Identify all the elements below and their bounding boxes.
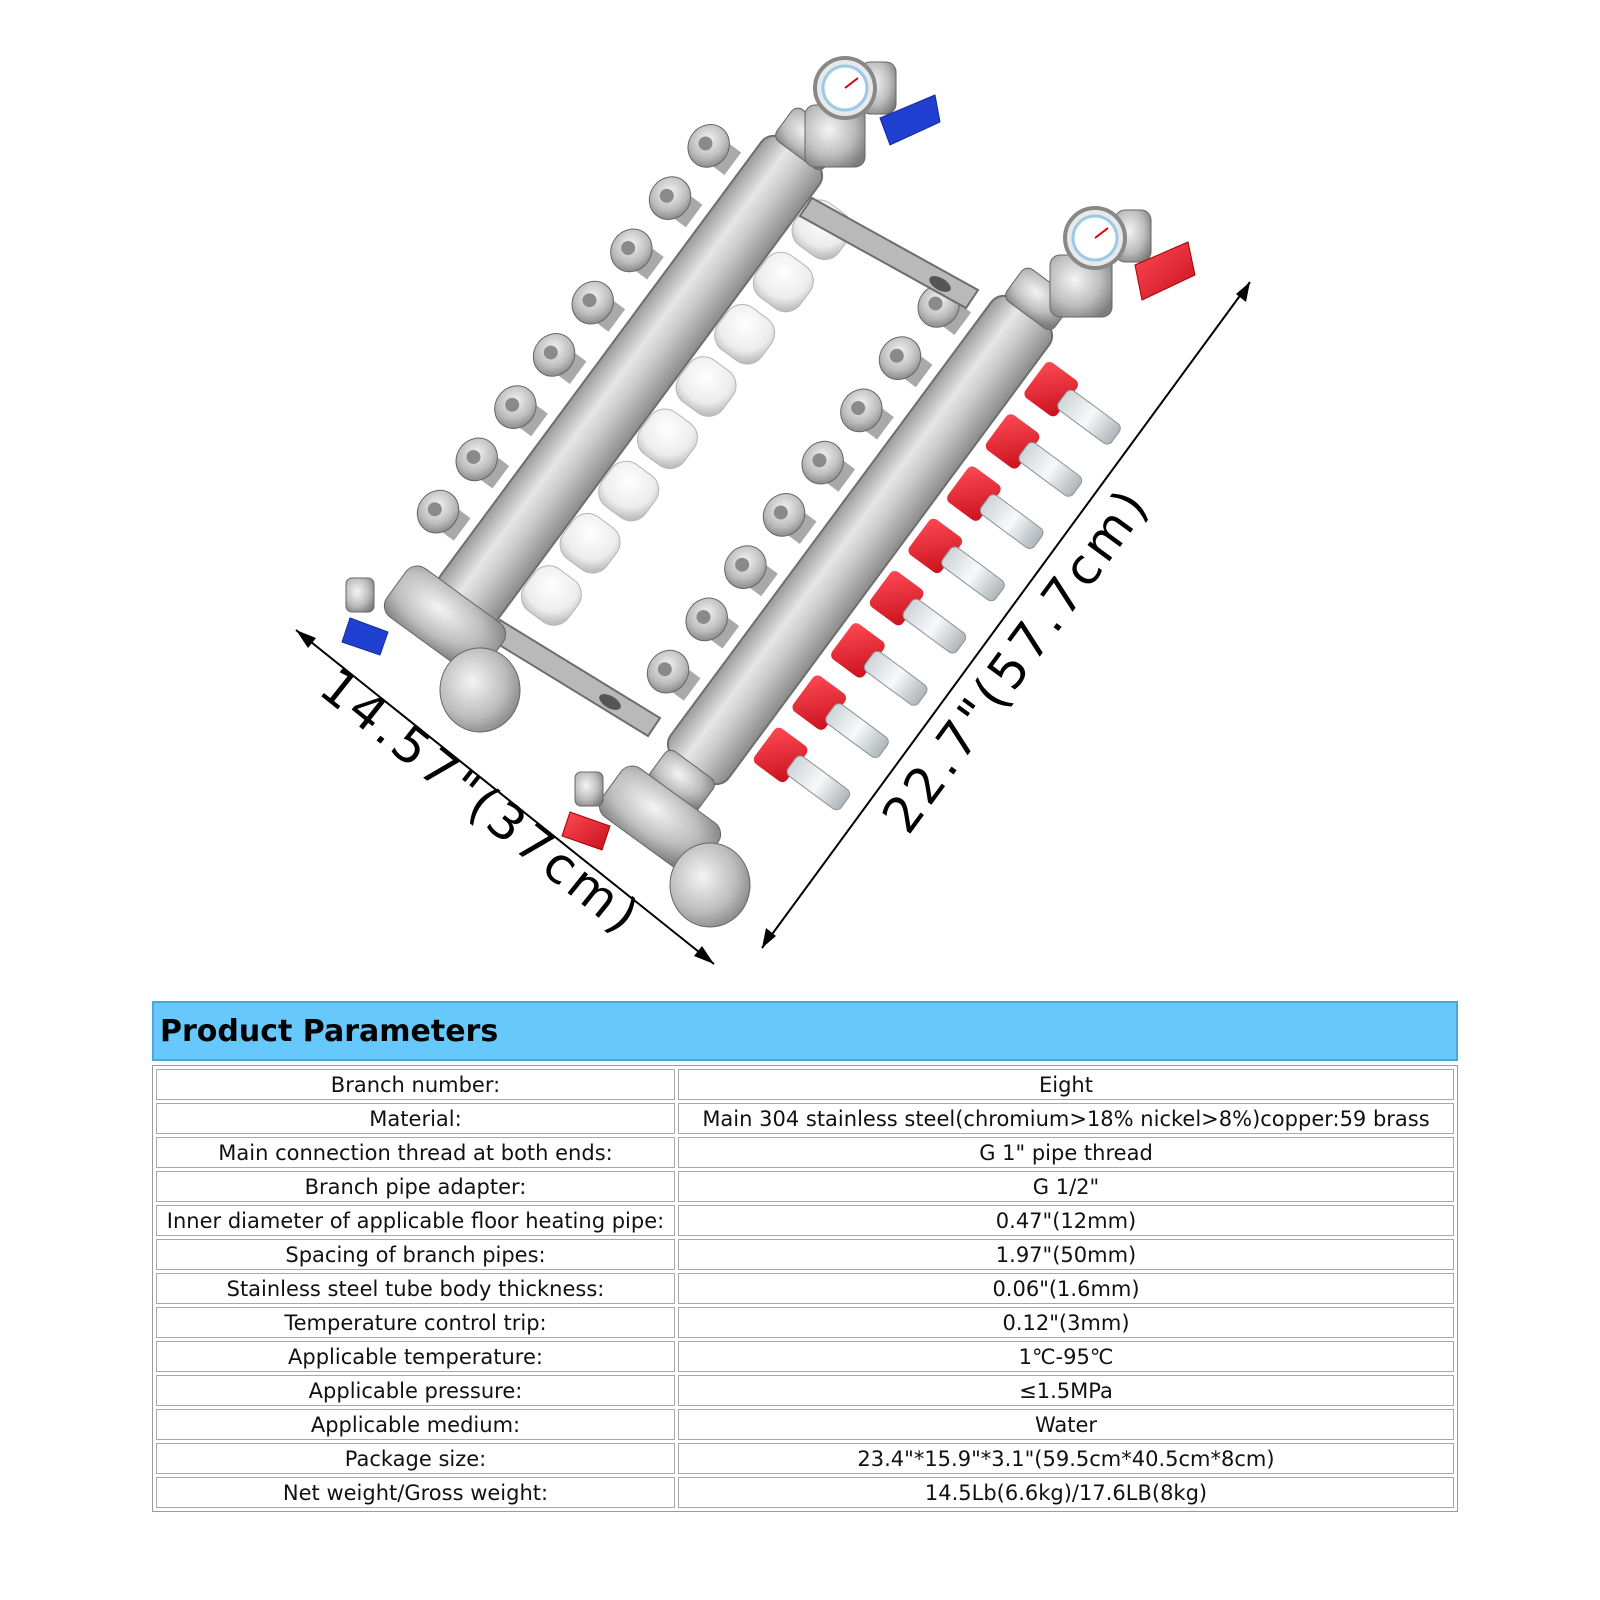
table-row: Spacing of branch pipes:1.97"(50mm): [156, 1239, 1454, 1270]
param-value: 0.12"(3mm): [678, 1307, 1454, 1338]
param-name: Material:: [156, 1103, 675, 1134]
top-left-gauge-valve: [804, 56, 941, 168]
param-name: Stainless steel tube body thickness:: [156, 1273, 675, 1304]
params-header: Product Parameters: [152, 1001, 1458, 1061]
param-value: 0.06"(1.6mm): [678, 1273, 1454, 1304]
param-value: 1.97"(50mm): [678, 1239, 1454, 1270]
param-name: Branch pipe adapter:: [156, 1171, 675, 1202]
table-row: Stainless steel tube body thickness:0.06…: [156, 1273, 1454, 1304]
param-value: G 1" pipe thread: [678, 1137, 1454, 1168]
length-dimension-arrow: [761, 281, 1251, 949]
table-row: Applicable pressure:≤1.5MPa: [156, 1375, 1454, 1406]
right-manifold: [646, 267, 1121, 813]
param-value: Eight: [678, 1069, 1454, 1100]
table-row: Net weight/Gross weight:14.5Lb(6.6kg)/17…: [156, 1477, 1454, 1508]
product-figure: 14.57"(37cm) 22.7"(57.7cm): [295, 56, 1251, 965]
param-name: Net weight/Gross weight:: [156, 1477, 675, 1508]
param-name: Applicable medium:: [156, 1409, 675, 1440]
param-value: 1℃-95℃: [678, 1341, 1454, 1372]
params-title: Product Parameters: [160, 1013, 499, 1049]
param-name: Temperature control trip:: [156, 1307, 675, 1338]
top-right-gauge-valve: [1049, 206, 1196, 318]
param-name: Spacing of branch pipes:: [156, 1239, 675, 1270]
param-name: Applicable temperature:: [156, 1341, 675, 1372]
bottom-right-valve: [561, 765, 751, 928]
table-row: Main connection thread at both ends:G 1"…: [156, 1137, 1454, 1168]
table-row: Package size:23.4"*15.9"*3.1"(59.5cm*40.…: [156, 1443, 1454, 1474]
white-valve-caps: [520, 199, 853, 626]
table-row: Branch pipe adapter:G 1/2": [156, 1171, 1454, 1202]
table-row: Applicable temperature:1℃-95℃: [156, 1341, 1454, 1372]
params-table: Branch number:Eight Material:Main 304 st…: [152, 1065, 1458, 1512]
table-row: Material:Main 304 stainless steel(chromi…: [156, 1103, 1454, 1134]
param-name: Package size:: [156, 1443, 675, 1474]
param-value: G 1/2": [678, 1171, 1454, 1202]
param-name: Inner diameter of applicable floor heati…: [156, 1205, 675, 1236]
bottom-left-valve: [341, 565, 521, 733]
params-table-body: Branch number:Eight Material:Main 304 st…: [156, 1069, 1454, 1508]
param-value: 0.47"(12mm): [678, 1205, 1454, 1236]
flow-meters: [753, 361, 1121, 811]
table-row: Inner diameter of applicable floor heati…: [156, 1205, 1454, 1236]
table-row: Temperature control trip:0.12"(3mm): [156, 1307, 1454, 1338]
product-parameters-section: Product Parameters Branch number:Eight M…: [152, 1001, 1458, 1512]
param-value: 23.4"*15.9"*3.1"(59.5cm*40.5cm*8cm): [678, 1443, 1454, 1474]
param-value: Main 304 stainless steel(chromium>18% ni…: [678, 1103, 1454, 1134]
param-value: Water: [678, 1409, 1454, 1440]
left-bar-nuts: [416, 124, 742, 541]
param-name: Branch number:: [156, 1069, 675, 1100]
right-bar-nuts: [646, 284, 972, 701]
table-row: Applicable medium:Water: [156, 1409, 1454, 1440]
width-dimension-arrow: [295, 629, 715, 965]
param-name: Applicable pressure:: [156, 1375, 675, 1406]
table-row: Branch number:Eight: [156, 1069, 1454, 1100]
param-value: 14.5Lb(6.6kg)/17.6LB(8kg): [678, 1477, 1454, 1508]
param-name: Main connection thread at both ends:: [156, 1137, 675, 1168]
param-value: ≤1.5MPa: [678, 1375, 1454, 1406]
